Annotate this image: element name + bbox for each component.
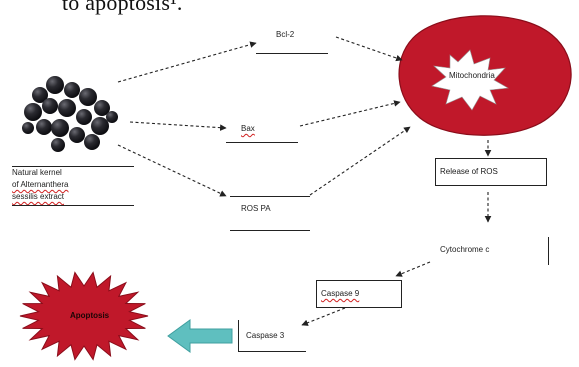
herb-caption-line-2: of Alternanthera [12,179,130,191]
herb-caption-line-3: sessilis extract [12,191,130,203]
herb-berries-image [22,76,118,152]
herb-caption: Natural kernel of Alternanthera sessilis… [12,167,130,203]
herb-caption-line-1: Natural kernel [12,167,130,179]
teal-arrow [168,320,232,352]
arrow-rospa-mito [310,127,410,195]
arrow-cyto-casp9 [396,262,430,276]
node-ros-pa: ROS PA [241,204,271,214]
node-mitochondria: Mitochondria [449,71,495,81]
herb-caption-rule [12,166,134,167]
node-bcl2-rule [256,53,328,54]
node-ros-pa-rule-bottom [230,230,310,231]
node-cytochrome: Cytochrome c [440,245,489,255]
arrow-herb-bcl2 [118,43,256,82]
node-caspase9: Caspase 9 [316,280,402,308]
node-caspase3-bar-left [238,320,239,352]
node-caspase9-label: Caspase 9 [321,289,359,298]
node-bcl2: Bcl-2 [276,30,294,40]
node-release-ros: Release of ROS [435,158,547,186]
arrow-herb-rospa [118,145,226,196]
arrow-bcl2-mito [336,37,402,60]
node-release-ros-label: Release of ROS [440,167,498,176]
arrow-bax-mito [300,102,400,126]
herb-caption-rule-bottom [12,205,134,206]
node-ros-pa-rule-top [230,196,310,197]
node-cytochrome-bar [548,237,549,265]
node-bax-rule [226,142,298,143]
node-caspase3-rule [238,351,306,352]
arrow-casp9-casp3 [302,308,345,325]
node-apoptosis: Apoptosis [70,311,109,321]
arrow-herb-bax [130,122,226,128]
node-bax: Bax [241,124,255,134]
node-caspase3: Caspase 3 [246,331,284,341]
